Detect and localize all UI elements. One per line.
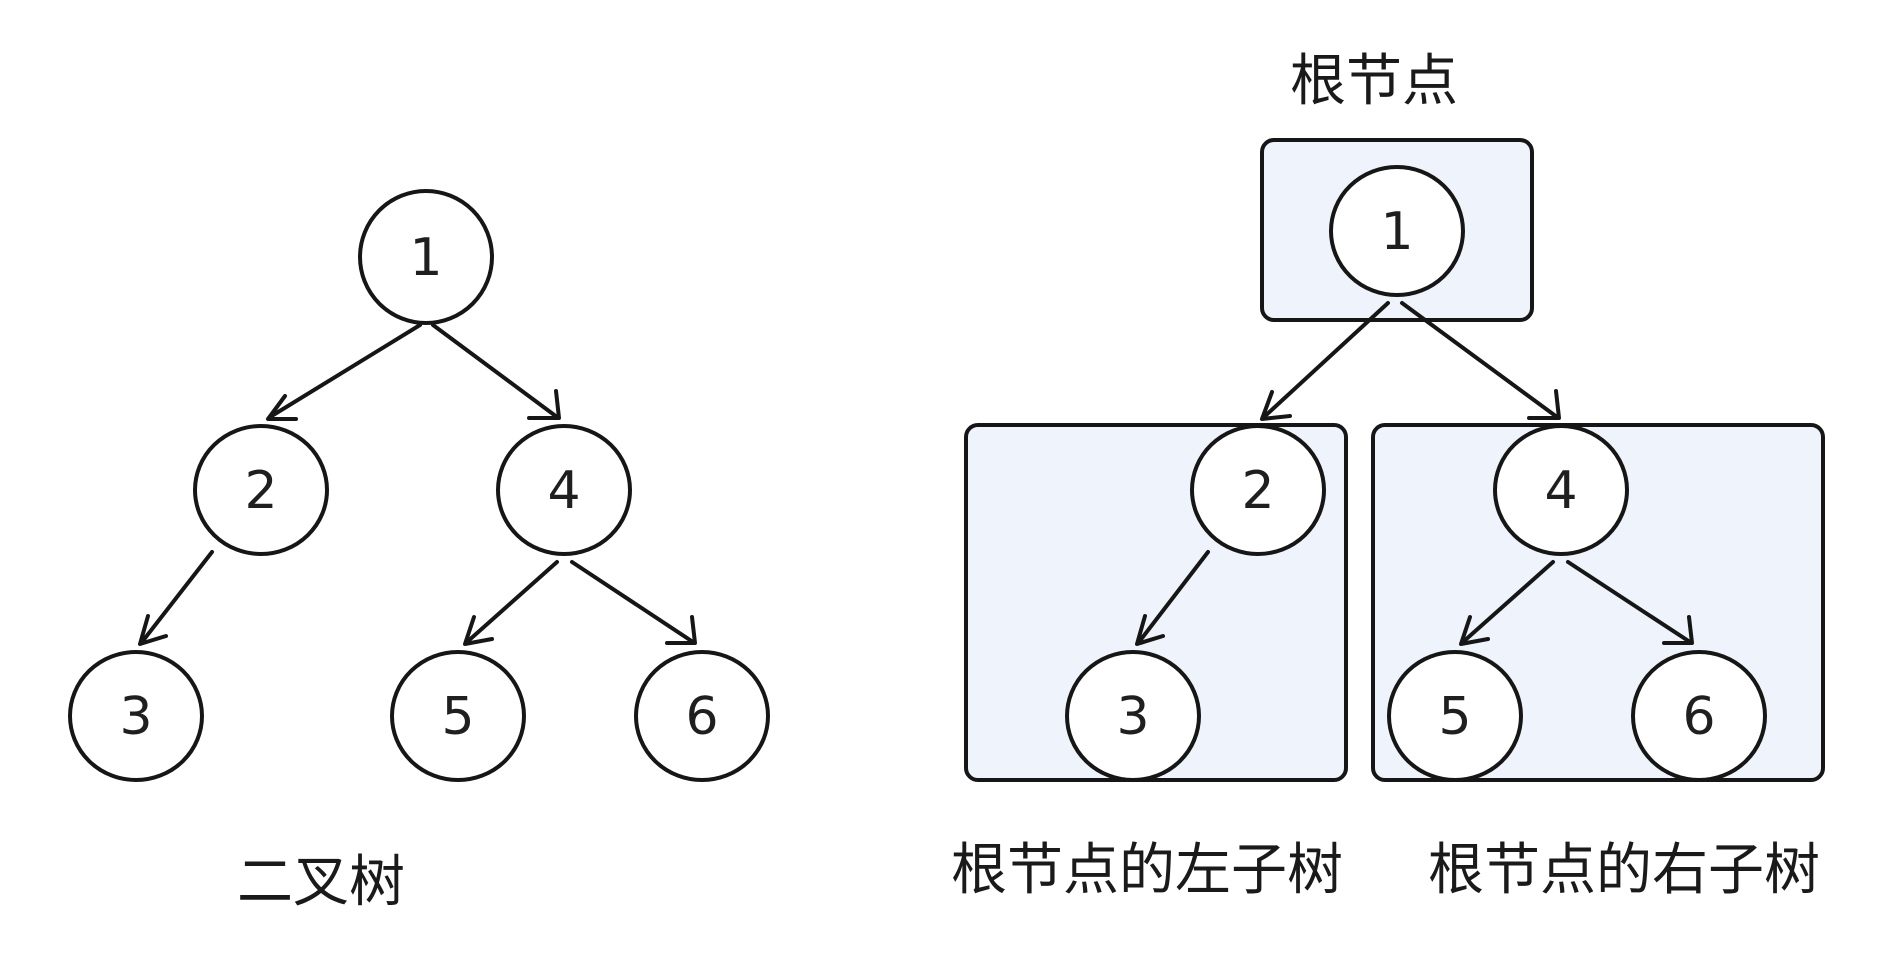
right-tree-edge-2-3: [1135, 550, 1210, 646]
right-tree-node-4: 4: [1493, 424, 1629, 556]
right-subtree-caption: 根节点的右子树: [1428, 838, 1820, 903]
svg-text:4: 4: [547, 461, 580, 521]
right-tree-edge-4-5: [1459, 560, 1555, 646]
left-tree-edge-4-6: [570, 560, 697, 645]
svg-text:5: 5: [441, 687, 474, 747]
svg-text:3: 3: [119, 687, 152, 747]
left-tree-caption: 二叉树: [237, 850, 405, 915]
svg-text:4: 4: [1544, 461, 1577, 521]
right-tree-node-6: 6: [1631, 650, 1767, 782]
svg-text:6: 6: [1682, 687, 1715, 747]
svg-text:6: 6: [685, 687, 718, 747]
svg-text:3: 3: [1116, 687, 1149, 747]
left-tree: 1 2 4 3 5 6 二叉树: [68, 189, 770, 915]
right-tree-node-2: 2: [1190, 424, 1326, 556]
right-tree-edge-4-6: [1566, 560, 1694, 645]
left-tree-edge-1-2: [266, 323, 422, 421]
left-tree-node-5: 5: [390, 650, 526, 782]
right-tree-edge-1-4: [1400, 301, 1561, 420]
left-tree-edge-2-3: [138, 550, 214, 646]
svg-text:2: 2: [1241, 461, 1274, 521]
left-tree-edge-1-4: [431, 323, 561, 420]
svg-text:2: 2: [244, 461, 277, 521]
left-tree-node-3: 3: [68, 650, 204, 782]
svg-text:1: 1: [409, 228, 442, 288]
right-tree: 根节点 1: [951, 49, 1825, 903]
right-tree-node-3: 3: [1065, 650, 1201, 782]
left-tree-node-2: 2: [193, 424, 329, 556]
left-tree-node-1: 1: [358, 189, 494, 325]
svg-text:1: 1: [1380, 202, 1413, 262]
left-tree-edge-4-5: [463, 560, 559, 646]
left-tree-node-4: 4: [496, 424, 632, 556]
root-caption: 根节点: [1290, 49, 1458, 114]
left-tree-node-6: 6: [634, 650, 770, 782]
right-tree-node-1: 1: [1329, 165, 1465, 297]
svg-text:5: 5: [1438, 687, 1471, 747]
left-subtree-caption: 根节点的左子树: [951, 838, 1343, 903]
right-tree-node-5: 5: [1387, 650, 1523, 782]
right-tree-edge-1-2: [1260, 301, 1390, 421]
